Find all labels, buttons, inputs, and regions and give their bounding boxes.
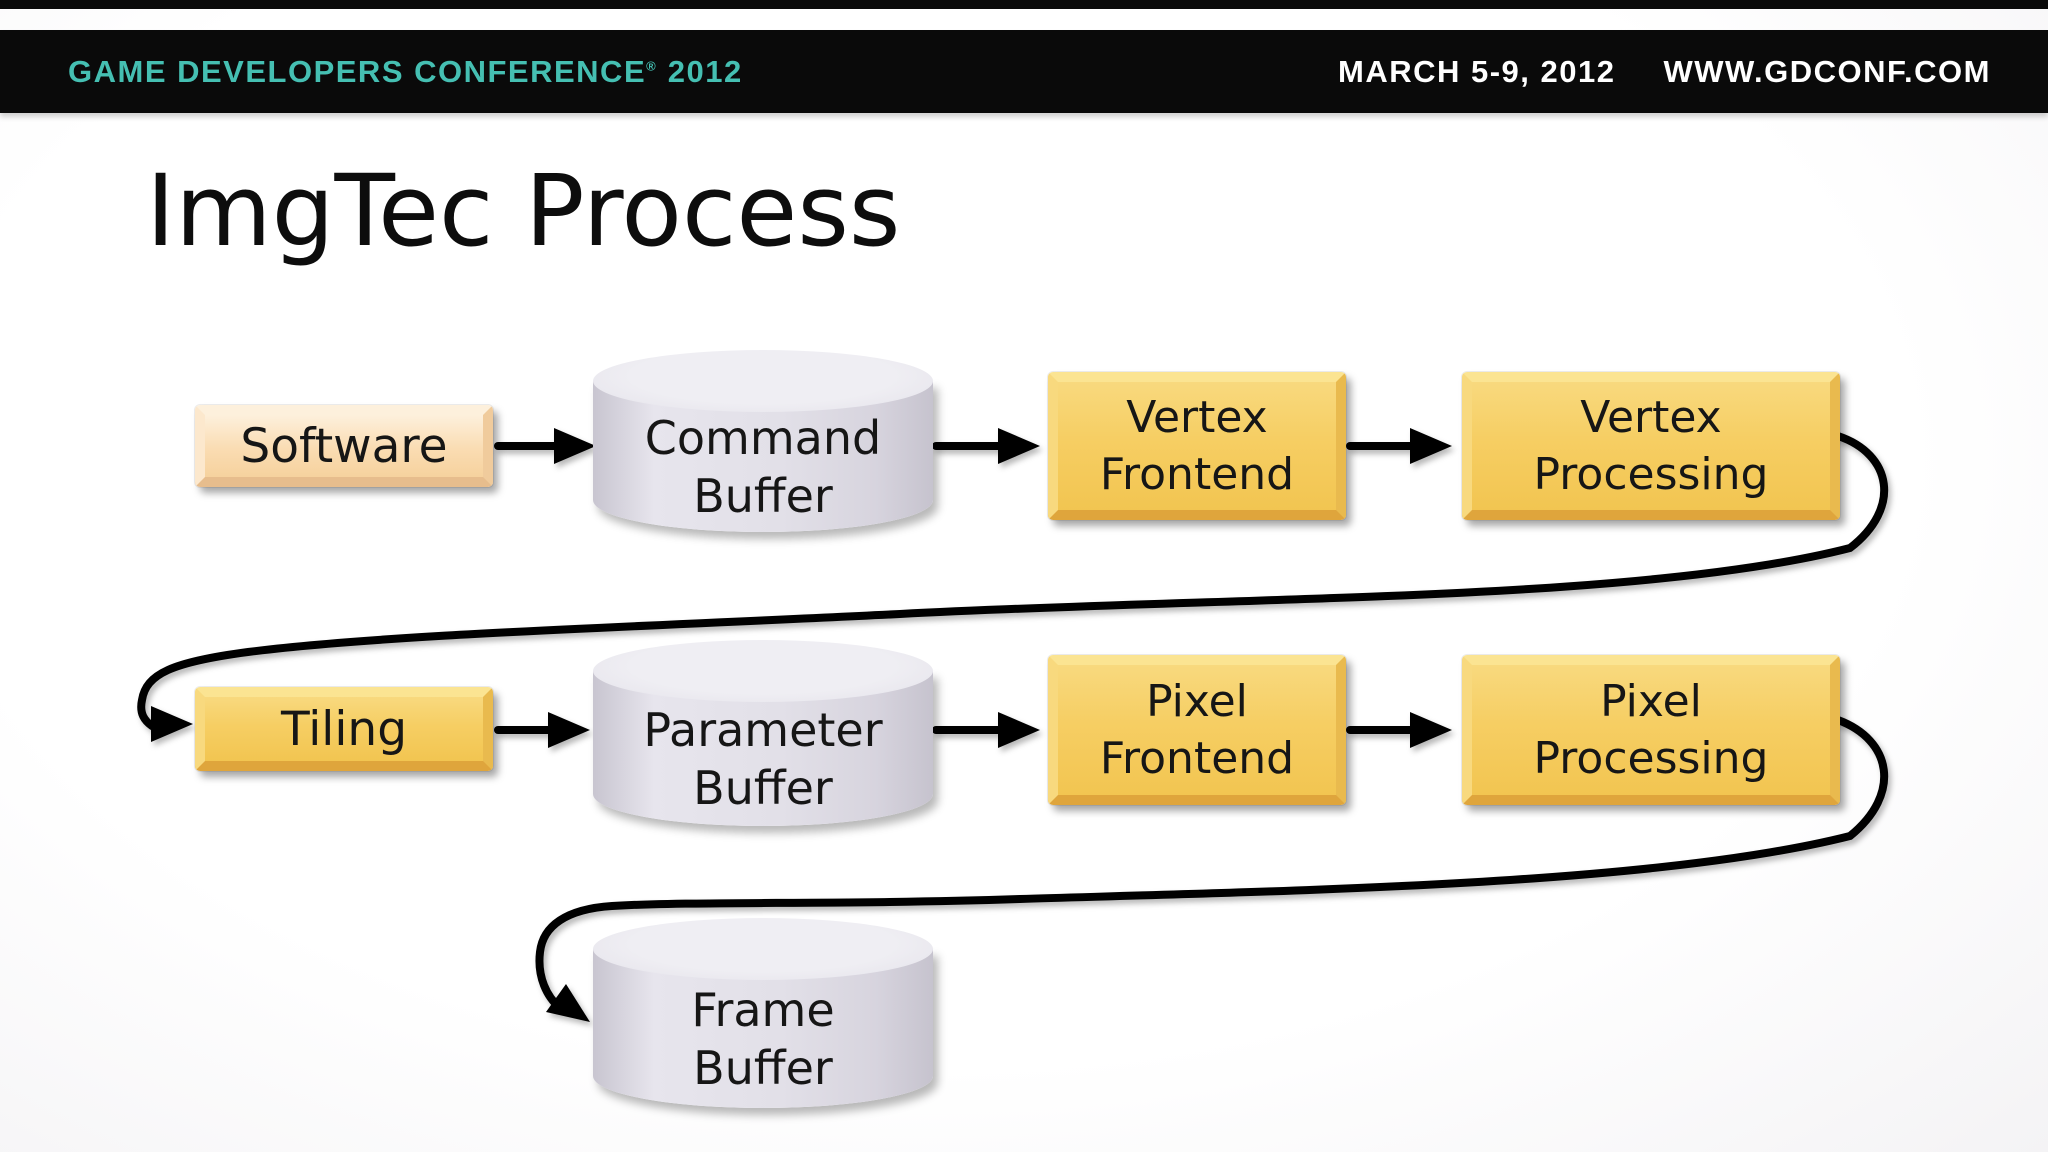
- arrowhead-to-frame-buffer: [546, 984, 590, 1022]
- node-command-buffer-label: Command Buffer: [644, 411, 882, 523]
- node-vertex-processing: Vertex Processing: [1462, 372, 1840, 520]
- node-frame-buffer: Frame Buffer: [593, 918, 933, 1108]
- conference-year: 2012: [667, 53, 743, 89]
- node-parameter-buffer: Parameter Buffer: [593, 640, 933, 826]
- letterbox-strip: [0, 0, 2048, 9]
- node-parameter-buffer-label: Parameter Buffer: [643, 703, 883, 815]
- arrowhead-to-command-buffer: [554, 428, 596, 464]
- node-software-label: Software: [240, 418, 448, 474]
- conference-name: GAME DEVELOPERS CONFERENCE: [68, 53, 647, 89]
- conference-website: WWW.GDCONF.COM: [1663, 53, 1991, 89]
- arrowhead-to-parameter-buffer: [548, 712, 590, 748]
- node-command-buffer: Command Buffer: [593, 350, 933, 532]
- node-software: Software: [195, 405, 493, 487]
- node-vertex-frontend-label: Vertex Frontend: [1099, 392, 1295, 500]
- node-vertex-processing-label: Vertex Processing: [1533, 392, 1769, 500]
- arrowhead-to-vertex-processing: [1410, 428, 1452, 464]
- cylinder-top: [593, 350, 933, 412]
- conference-title: GAME DEVELOPERS CONFERENCE® 2012: [68, 54, 743, 90]
- node-pixel-processing-label: Pixel Processing: [1533, 676, 1769, 784]
- arrowhead-to-vertex-frontend: [998, 428, 1040, 464]
- node-tiling-label: Tiling: [280, 701, 408, 757]
- conference-dates: MARCH 5-9, 2012: [1338, 53, 1616, 89]
- arrowhead-to-pixel-frontend: [998, 712, 1040, 748]
- conference-header: GAME DEVELOPERS CONFERENCE® 2012 MARCH 5-…: [0, 30, 2048, 113]
- page-title: ImgTec Process: [146, 154, 901, 269]
- node-pixel-frontend: Pixel Frontend: [1048, 655, 1346, 805]
- node-pixel-processing: Pixel Processing: [1462, 655, 1840, 805]
- cylinder-top: [593, 640, 933, 702]
- cylinder-top: [593, 918, 933, 980]
- arrowhead-to-tiling: [151, 706, 193, 742]
- node-vertex-frontend: Vertex Frontend: [1048, 372, 1346, 520]
- registered-mark: ®: [646, 58, 656, 74]
- conference-meta: MARCH 5-9, 2012 WWW.GDCONF.COM: [1338, 54, 1991, 90]
- node-tiling: Tiling: [195, 687, 493, 771]
- node-frame-buffer-label: Frame Buffer: [691, 983, 835, 1095]
- node-pixel-frontend-label: Pixel Frontend: [1099, 676, 1295, 784]
- arrowhead-to-pixel-processing: [1410, 712, 1452, 748]
